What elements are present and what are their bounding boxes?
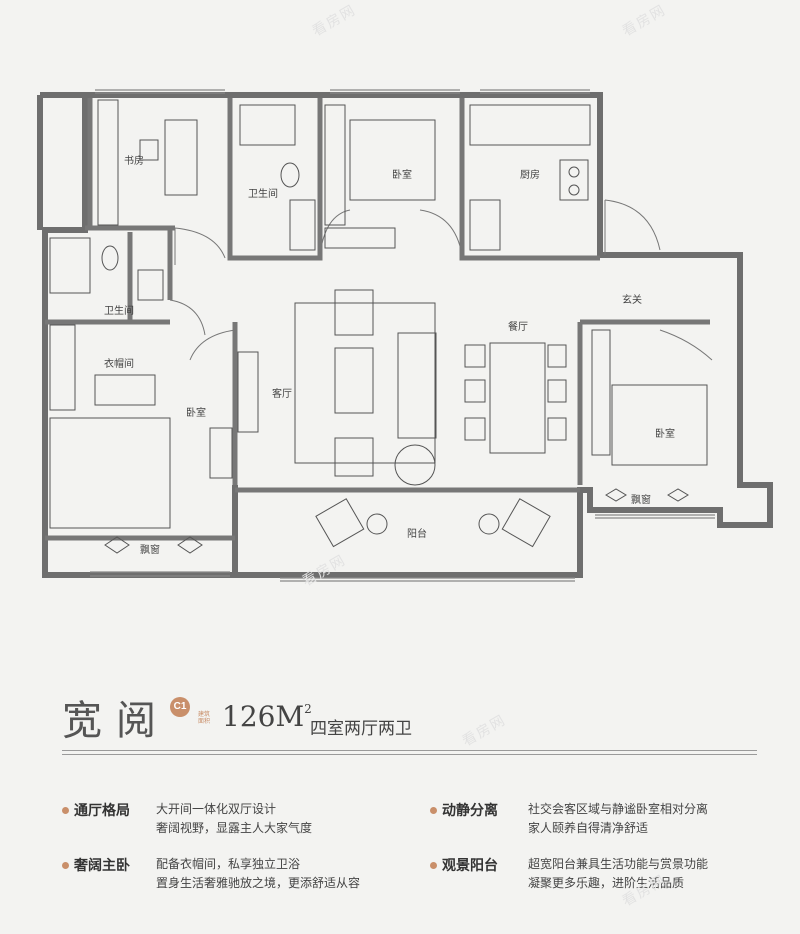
floor-plan (37, 89, 773, 582)
feature-heading: 观景阳台 (442, 858, 498, 874)
room-label-study: 书房 (124, 156, 144, 167)
unit-area: 126M2 (222, 700, 312, 733)
room-label-kitchen: 厨房 (520, 170, 540, 181)
feature-heading: 通厅格局 (74, 803, 130, 819)
room-label-bedroom-3: 卧室 (655, 429, 675, 440)
watermark: 看房网 (459, 711, 510, 750)
divider-line-top (62, 750, 757, 751)
feature-line: 大开间一体化双厅设计 (156, 802, 277, 816)
room-label-balcony: 阳台 (407, 529, 427, 540)
feature-line: 置身生活奢雅驰放之境，更添舒适从容 (156, 876, 361, 890)
bullet-icon (62, 861, 69, 869)
feature-heading: 动静分离 (442, 803, 498, 819)
room-label-bedroom-1: 卧室 (392, 170, 412, 181)
bullet-icon (430, 806, 437, 814)
feature-line: 凝聚更多乐趣，进阶生活品质 (528, 876, 685, 890)
room-label-bathroom-1: 卫生间 (248, 189, 278, 200)
room-label-dining-room: 餐厅 (508, 322, 528, 333)
feature-line: 奢阔视野，显露主人大家气度 (156, 821, 313, 835)
divider-line-bottom (62, 754, 757, 755)
room-label-bedroom-2: 卧室 (186, 408, 206, 419)
room-label-foyer: 玄关 (622, 295, 642, 306)
feature-line: 家人颐养自得清净舒适 (528, 821, 649, 835)
room-label-cloakroom: 衣帽间 (104, 359, 134, 370)
feature-heading: 奢阔主卧 (74, 858, 130, 874)
area-value: 126M (222, 700, 305, 733)
unit-type-badge: C1 (170, 697, 190, 717)
area-tag: 建筑面积 (198, 711, 211, 725)
feature-line: 社交会客区域与静谧卧室相对分离 (528, 802, 709, 816)
unit-layout: 四室两厅两卫 (310, 719, 412, 739)
feature-line: 超宽阳台兼具生活功能与赏景功能 (528, 857, 709, 871)
room-label-living-room: 客厅 (272, 389, 292, 400)
room-label-bay-window-left: 飘窗 (140, 545, 160, 556)
room-label-bathroom-2: 卫生间 (104, 306, 134, 317)
unit-name: 宽阅 (62, 698, 170, 744)
area-unit-superscript: 2 (304, 702, 312, 716)
feature-line: 配备衣帽间，私享独立卫浴 (156, 857, 301, 871)
bullet-icon (62, 806, 69, 814)
bullet-icon (430, 861, 437, 869)
room-label-bay-window-right: 飘窗 (631, 495, 651, 506)
